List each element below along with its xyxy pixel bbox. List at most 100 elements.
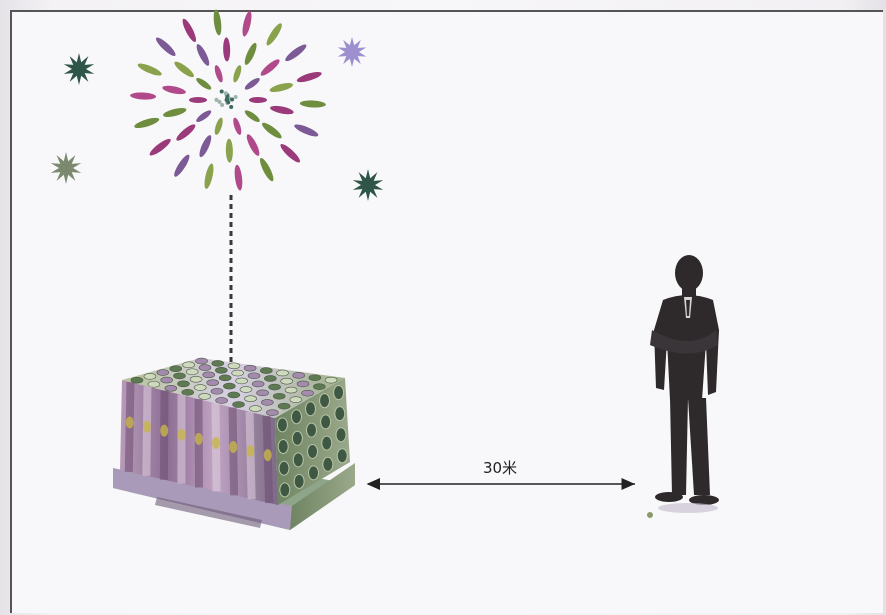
cake-side-tube — [334, 386, 344, 400]
small-burst-icon — [338, 37, 367, 67]
cake-tube-highlight — [126, 417, 134, 429]
small-burst-icon — [64, 53, 94, 85]
cake-side-tube — [321, 415, 331, 429]
burst-petal — [148, 137, 173, 158]
burst-petal — [162, 106, 187, 119]
cake-tube — [177, 381, 189, 387]
cake-side-tube — [279, 461, 289, 475]
cake-side-tube — [291, 410, 301, 424]
burst-petal — [197, 134, 213, 159]
burst-petal — [232, 64, 243, 83]
cake-tube-highlight — [177, 429, 185, 441]
burst-petal — [296, 70, 323, 84]
cake-tube — [233, 402, 245, 408]
burst-petal — [180, 17, 198, 43]
cake-tube — [199, 365, 211, 371]
cake-tube — [232, 370, 244, 376]
burst-center-spark — [229, 105, 233, 109]
cake-tube — [190, 376, 202, 382]
cake-tube — [219, 375, 231, 381]
cake-side-tube — [278, 440, 288, 454]
burst-petal — [243, 42, 259, 67]
burst-petal — [162, 84, 187, 96]
burst-petal — [283, 42, 308, 63]
cake-tube — [216, 397, 228, 403]
burst-petal — [244, 133, 261, 158]
ground-mark — [647, 512, 653, 518]
cake-tube — [278, 403, 290, 409]
cake-tube — [257, 390, 269, 396]
burst-petal — [258, 156, 276, 182]
cake-tube — [215, 367, 227, 373]
burst-petal — [195, 109, 213, 124]
cake-side-tube — [323, 457, 333, 471]
burst-petal — [172, 59, 195, 79]
cake-tube-highlight — [195, 433, 203, 445]
person-silhouette-icon — [650, 255, 719, 513]
cake-tube — [245, 396, 257, 402]
burst-petal — [269, 81, 294, 94]
cake-tube — [207, 380, 219, 386]
cake-tube — [182, 389, 194, 395]
cake-tube — [240, 386, 252, 392]
cake-side-tube — [320, 394, 330, 408]
cake-tube — [252, 381, 264, 387]
cake-side-tube — [280, 483, 290, 497]
small-burst-icon — [51, 152, 81, 184]
burst-petal — [174, 122, 197, 143]
cake-tube — [260, 368, 272, 374]
cake-tube — [228, 392, 240, 398]
cake-tube — [196, 358, 208, 364]
cake-side-tube — [308, 444, 318, 458]
cake-side-tube — [337, 449, 347, 463]
burst-petal — [189, 97, 207, 103]
burst-petal — [259, 57, 282, 78]
cake-tube — [264, 375, 276, 381]
burst-center-spark — [214, 98, 218, 102]
cake-side-tube — [292, 431, 302, 445]
cake-tube — [236, 378, 248, 384]
cake-tube — [144, 373, 156, 379]
burst-petal — [232, 117, 243, 136]
burst-petal — [195, 76, 213, 91]
cake-side-tube — [335, 407, 345, 421]
cake-tube-highlight — [160, 425, 168, 437]
cake-tube — [194, 385, 206, 391]
burst-petal — [269, 104, 294, 116]
cake-tube — [281, 378, 293, 384]
cake-tube — [165, 385, 177, 391]
burst-petal — [154, 35, 178, 58]
burst-petal — [226, 139, 234, 163]
burst-petal — [264, 22, 284, 48]
cake-tube-highlight — [143, 421, 151, 433]
burst-petal — [133, 116, 160, 130]
cake-tube — [269, 384, 281, 390]
cake-tube — [273, 393, 285, 399]
burst-petal — [260, 121, 283, 141]
cake-tube — [148, 381, 160, 387]
burst-petal — [278, 142, 302, 165]
burst-petal — [130, 92, 156, 100]
cake-tube — [170, 366, 182, 372]
cake-side-tube — [294, 474, 304, 488]
burst-petal — [243, 76, 261, 91]
cake-tube — [297, 381, 309, 387]
cake-tube — [285, 387, 297, 393]
burst-petal — [241, 10, 254, 37]
burst-petal — [136, 61, 163, 78]
cake-tube — [261, 399, 273, 405]
cake-tube-highlight — [229, 441, 237, 453]
burst-center-spark — [225, 98, 229, 102]
burst-petal — [213, 64, 224, 83]
cake-tube — [277, 370, 289, 376]
cake-tube — [266, 410, 278, 416]
cake-tube — [244, 365, 256, 371]
cake-side-tube — [336, 428, 346, 442]
burst-petal — [293, 122, 320, 139]
small-burst-icon — [353, 169, 383, 201]
burst-petal — [194, 43, 211, 68]
cake-tube — [157, 370, 169, 376]
cake-side-tube — [309, 466, 319, 480]
cake-tube — [183, 362, 195, 368]
